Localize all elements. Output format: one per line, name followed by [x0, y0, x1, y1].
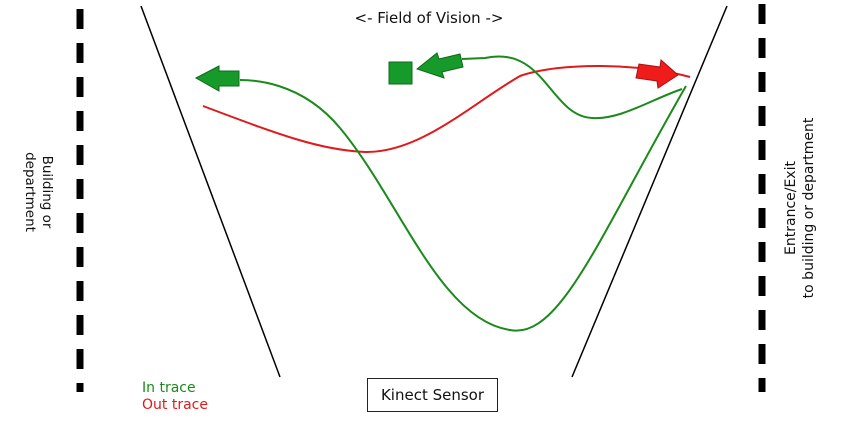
legend-in-trace: In trace — [142, 380, 196, 396]
kinect-sensor-box: Kinect Sensor — [367, 378, 498, 412]
in-trace-arrow-left-icon — [194, 65, 240, 92]
entrance-exit-label-line1: Entrance/Exit — [783, 161, 799, 255]
building-label: Building or department — [21, 152, 55, 232]
building-label-line1: Building or — [39, 155, 55, 229]
entrance-exit-label-line2: to building or department — [801, 117, 817, 299]
out-trace-path — [202, 65, 691, 154]
fov-boundary-right — [571, 5, 728, 378]
entrance-exit-label: Entrance/Exit to building or department — [782, 118, 818, 299]
person-marker-square — [388, 61, 413, 85]
field-of-vision-title: <- Field of Vision -> — [354, 9, 504, 27]
in-trace-upper-path — [461, 55, 683, 120]
fov-boundary-left — [140, 5, 281, 378]
legend-out-trace: Out trace — [142, 397, 208, 413]
kinect-sensor-label: Kinect Sensor — [380, 386, 485, 404]
out-trace-arrow-right-icon — [635, 59, 679, 89]
in-trace-arrow-upper-icon — [415, 52, 464, 79]
building-label-line2: department — [22, 152, 38, 232]
in-trace-path — [239, 79, 687, 332]
legend: In trace Out trace — [142, 380, 208, 414]
